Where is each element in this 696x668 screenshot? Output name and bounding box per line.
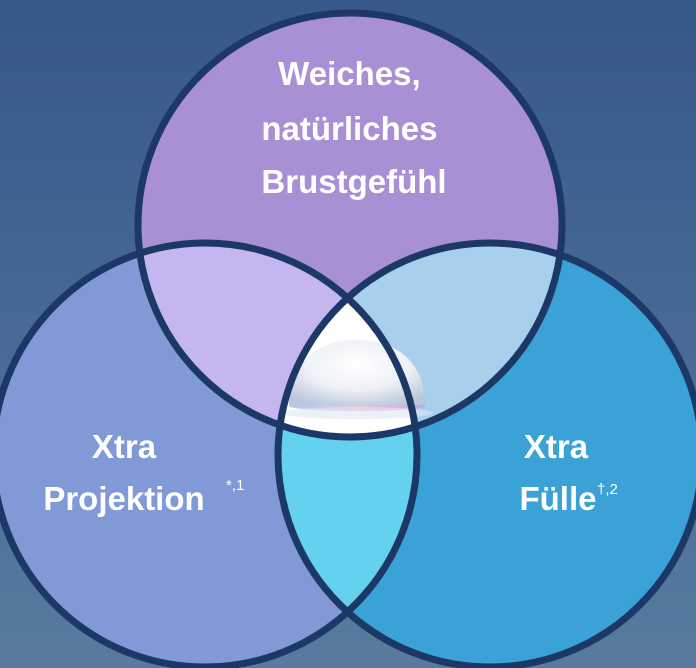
left-circle-label-line-1: Xtra bbox=[92, 428, 157, 465]
top-left-overlap bbox=[138, 243, 417, 437]
right-circle-label-line-1: Xtra bbox=[524, 428, 589, 465]
right-circle-label-line-2: Fülle bbox=[519, 480, 596, 517]
left-circle-footnote: *,1 bbox=[226, 477, 244, 494]
circle-outlines bbox=[0, 9, 696, 668]
top-label-line-1: Weiches, bbox=[278, 55, 420, 92]
right-circle-footnote: †,2 bbox=[597, 481, 618, 498]
top-circle-label: Weiches, natürliches Brustgefühl bbox=[261, 55, 446, 200]
top-right-overlap bbox=[278, 243, 562, 437]
top-label-line-2: natürliches bbox=[261, 110, 437, 147]
top-label-line-3: Brustgefühl bbox=[261, 163, 446, 200]
left-circle-label-line-2: Projektion bbox=[43, 480, 204, 517]
